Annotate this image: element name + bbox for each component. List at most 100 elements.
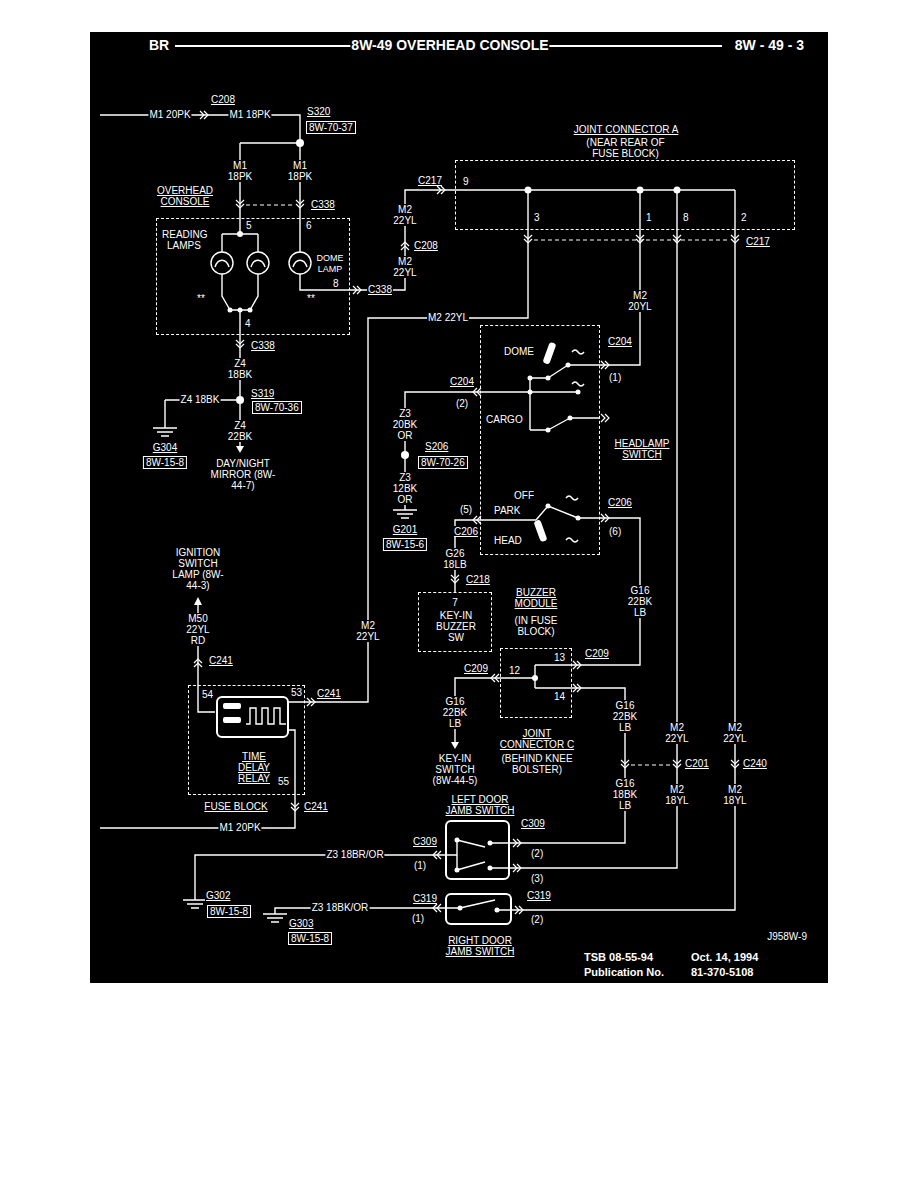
splice-dot <box>528 376 533 381</box>
node-text: READING LAMPS <box>161 229 207 251</box>
pin-number: (2) <box>455 398 469 409</box>
wire-label: IGNITION SWITCH LAMP (8W-44-3) <box>168 547 228 591</box>
connector-symbol <box>200 111 304 348</box>
console-box: OVERHEAD CONSOLEREADING LAMPSDOME LAMP <box>156 218 350 335</box>
splice-dot <box>495 908 500 913</box>
connector-symbol <box>473 361 609 524</box>
pin-number: 14 <box>553 691 566 702</box>
splice-dot <box>546 504 551 509</box>
wire-label: M1 20PK <box>218 822 261 833</box>
wire <box>480 365 600 430</box>
connector-id: C217 <box>745 236 771 247</box>
switch-knob <box>223 342 557 723</box>
splice-dot <box>566 363 571 368</box>
pin-number: 12 <box>508 665 521 676</box>
wire-label: M50 22YL RD <box>181 613 215 646</box>
publication-note: Oct. 14, 1994 <box>690 951 759 964</box>
splice-dot <box>236 396 244 404</box>
ground-id: G302 <box>205 890 231 901</box>
wire-label: DAY/NIGHT MIRROR (8W-44-7) <box>208 458 278 491</box>
wire-label: M1 18PK <box>223 160 257 182</box>
pin-number: 4 <box>244 318 252 329</box>
splice-dot <box>546 428 551 433</box>
pin-number: 6 <box>305 220 313 231</box>
wire-label: M2 22YL <box>660 722 694 744</box>
node-text: DOME LAMP <box>313 253 347 275</box>
page-reference: 8W-15-8 <box>143 456 187 469</box>
node-heading: OVERHEAD CONSOLE <box>155 185 215 207</box>
connector-dash <box>246 205 729 765</box>
page-header: BR <box>148 37 170 53</box>
connector-id: C204 <box>449 376 475 387</box>
publication-note: 81-370-5108 <box>690 966 754 979</box>
connector-id: C319 <box>526 890 552 901</box>
wire <box>183 855 445 908</box>
node-heading: BUZZER MODULE <box>504 587 568 609</box>
wire <box>100 115 300 252</box>
splice-dot <box>525 187 532 194</box>
connector-id: C208 <box>210 94 236 105</box>
wire <box>222 274 350 446</box>
note-mark: ** <box>306 293 316 304</box>
connector-id: C204 <box>607 336 633 347</box>
wire-label: M2 18YL <box>660 784 694 806</box>
page-reference: 8W-70-26 <box>418 456 468 469</box>
wire-label: M1 18PK <box>228 109 271 120</box>
connector-symbol <box>194 659 315 811</box>
wire-connector <box>289 230 528 702</box>
lamp-symbol <box>215 260 307 267</box>
splice-dot <box>455 868 460 873</box>
arrowhead <box>451 742 459 749</box>
arrowhead <box>194 446 459 749</box>
switch-knob <box>223 703 241 709</box>
pin-number: 53 <box>290 687 303 698</box>
connector-id: C241 <box>208 655 234 666</box>
page-reference: 8W-15-8 <box>207 905 251 918</box>
pin-number: 8 <box>332 278 340 289</box>
connector-symbol <box>353 186 445 294</box>
pin-number: (1) <box>411 913 425 924</box>
pin-number: 55 <box>277 776 290 787</box>
wire-connector <box>512 230 735 910</box>
node-heading: JOINT CONNECTOR A <box>561 124 691 135</box>
wire <box>100 115 735 922</box>
lamp-symbol <box>289 252 311 274</box>
lamp-symbol <box>211 252 311 274</box>
note-mark: ** <box>196 293 206 304</box>
splice-dot <box>296 139 304 147</box>
splice-id: S319 <box>250 388 275 399</box>
splice-dot <box>637 187 644 194</box>
splice-dot <box>238 308 243 313</box>
pin-number: (2) <box>530 848 544 859</box>
wire-label: G16 18BK LB <box>608 778 642 811</box>
splice-id: S320 <box>306 106 331 117</box>
node-text: HEAD <box>493 535 523 546</box>
wire <box>445 840 510 870</box>
wire-label: Z4 18BK <box>180 394 221 405</box>
connector-id: C309 <box>412 836 438 847</box>
connector-id: C338 <box>310 199 336 210</box>
wire-label: G16 22BK LB <box>608 700 642 733</box>
page-title: 8W-49 OVERHEAD CONSOLE <box>350 37 549 53</box>
pin-number: 3 <box>533 212 541 223</box>
connector-id: C240 <box>742 758 768 769</box>
connector-id: C309 <box>520 818 546 829</box>
splice-dot <box>488 866 493 871</box>
splice-dot <box>674 187 681 194</box>
node-heading: FUSE BLOCK <box>196 801 276 812</box>
connector-id: C208 <box>413 240 439 251</box>
splice-dot <box>546 376 551 381</box>
page-reference: 8W-15-8 <box>288 932 332 945</box>
wire-label: Z3 18BR/OR <box>325 849 384 860</box>
splice-dot <box>568 416 573 421</box>
connector-id: C338 <box>367 284 393 295</box>
splice-dot <box>228 139 681 913</box>
connector-id: C201 <box>684 758 710 769</box>
wire-label: M2 22YL <box>388 204 422 226</box>
wire <box>566 350 584 542</box>
pin-number: 2 <box>740 212 748 223</box>
arrowhead <box>236 446 244 453</box>
node-text: DOME <box>503 346 535 357</box>
